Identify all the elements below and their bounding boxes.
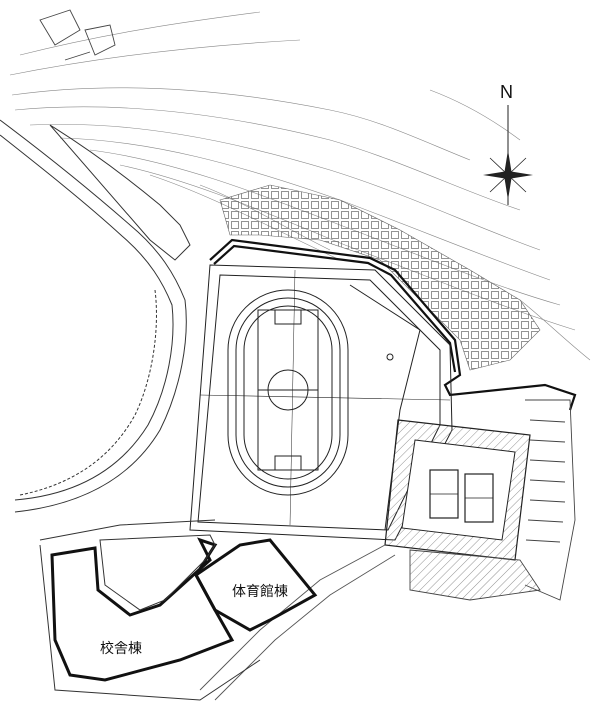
tennis-court-area	[384, 419, 531, 561]
field-perimeter-wall	[209, 238, 577, 411]
school-label: 校舎棟	[100, 640, 142, 657]
top-left-structures	[39, 9, 116, 61]
access-road	[0, 119, 191, 513]
slope-grid-area	[219, 184, 541, 371]
east-parking	[409, 399, 576, 601]
gym-label: 体育館棟	[232, 583, 288, 600]
south-slope	[199, 544, 396, 701]
gymnasium-building: 体育館棟	[194, 538, 318, 632]
site-boundary	[39, 519, 261, 701]
north-arrow: N	[483, 82, 533, 205]
school-building: 校舎棟	[50, 534, 235, 682]
contour-lines	[9, 11, 591, 361]
north-label: N	[500, 82, 513, 102]
